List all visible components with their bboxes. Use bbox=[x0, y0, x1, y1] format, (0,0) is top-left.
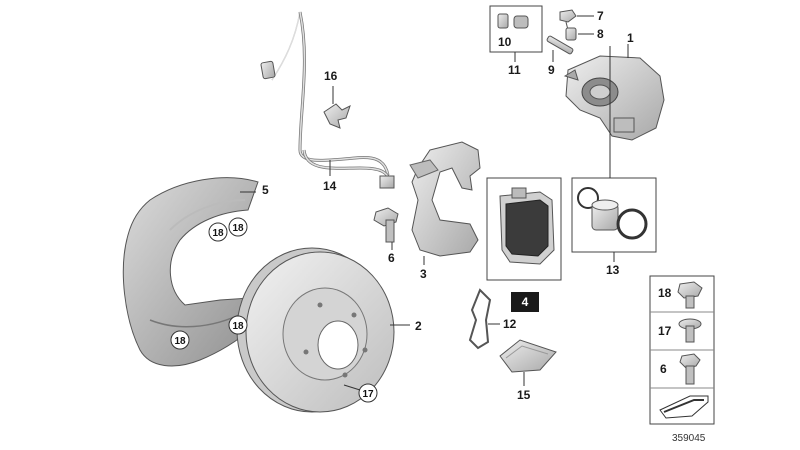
leader-lines bbox=[240, 15, 629, 391]
svg-text:17: 17 bbox=[362, 389, 374, 400]
guide-sleeve bbox=[497, 13, 529, 29]
callout-18-b: 18 bbox=[228, 217, 248, 237]
label-3: 3 bbox=[420, 267, 427, 281]
label-7: 7 bbox=[597, 9, 604, 23]
guide-pin bbox=[546, 35, 574, 55]
bleed-screw bbox=[559, 9, 577, 31]
label-12: 12 bbox=[503, 317, 517, 331]
piston-seal-kit bbox=[577, 187, 648, 240]
label-15: 15 bbox=[517, 388, 531, 402]
arrow-icon bbox=[659, 395, 709, 419]
svg-text:18: 18 bbox=[174, 336, 186, 347]
hex-bolt bbox=[373, 207, 399, 243]
kit-box-pads bbox=[486, 177, 562, 281]
legend-bolt-6 bbox=[679, 353, 701, 385]
label-5: 5 bbox=[262, 183, 269, 197]
label-10: 10 bbox=[498, 35, 512, 49]
legend-label-6: 6 bbox=[660, 362, 667, 376]
wear-sensor-cable bbox=[260, 11, 395, 189]
label-1: 1 bbox=[627, 31, 634, 45]
svg-text:18: 18 bbox=[212, 228, 224, 239]
diagram-reference: 359045 bbox=[672, 433, 706, 444]
hose-clip bbox=[323, 103, 351, 129]
label-6: 6 bbox=[388, 251, 395, 265]
legend-label-17: 17 bbox=[658, 324, 672, 338]
brake-caliper bbox=[563, 55, 665, 141]
label-2: 2 bbox=[415, 319, 422, 333]
dust-cap bbox=[565, 27, 577, 41]
legend-bolt-17 bbox=[678, 318, 702, 343]
callout-18-c: 18 bbox=[170, 330, 190, 350]
label-4-box bbox=[511, 292, 539, 312]
label-8: 8 bbox=[597, 27, 604, 41]
caliper-carrier bbox=[409, 141, 481, 257]
legend-bolt-18 bbox=[677, 281, 703, 309]
brake-disc bbox=[236, 247, 395, 413]
label-4: 4 bbox=[522, 295, 529, 309]
label-14: 14 bbox=[323, 179, 337, 193]
label-13: 13 bbox=[606, 263, 620, 277]
callout-18-d: 18 bbox=[228, 315, 248, 335]
label-9: 9 bbox=[548, 63, 555, 77]
label-11: 11 bbox=[508, 63, 521, 77]
legend-label-18: 18 bbox=[658, 286, 672, 300]
svg-text:18: 18 bbox=[232, 223, 244, 234]
callout-17-disc: 17 bbox=[358, 383, 378, 403]
callout-18-a: 18 bbox=[208, 222, 228, 242]
svg-text:18: 18 bbox=[232, 321, 244, 332]
brake-pads bbox=[499, 187, 555, 265]
grease-packet bbox=[499, 339, 557, 373]
label-16: 16 bbox=[324, 69, 338, 83]
kit-box-11 bbox=[489, 5, 543, 53]
anti-rattle-spring bbox=[468, 288, 492, 350]
